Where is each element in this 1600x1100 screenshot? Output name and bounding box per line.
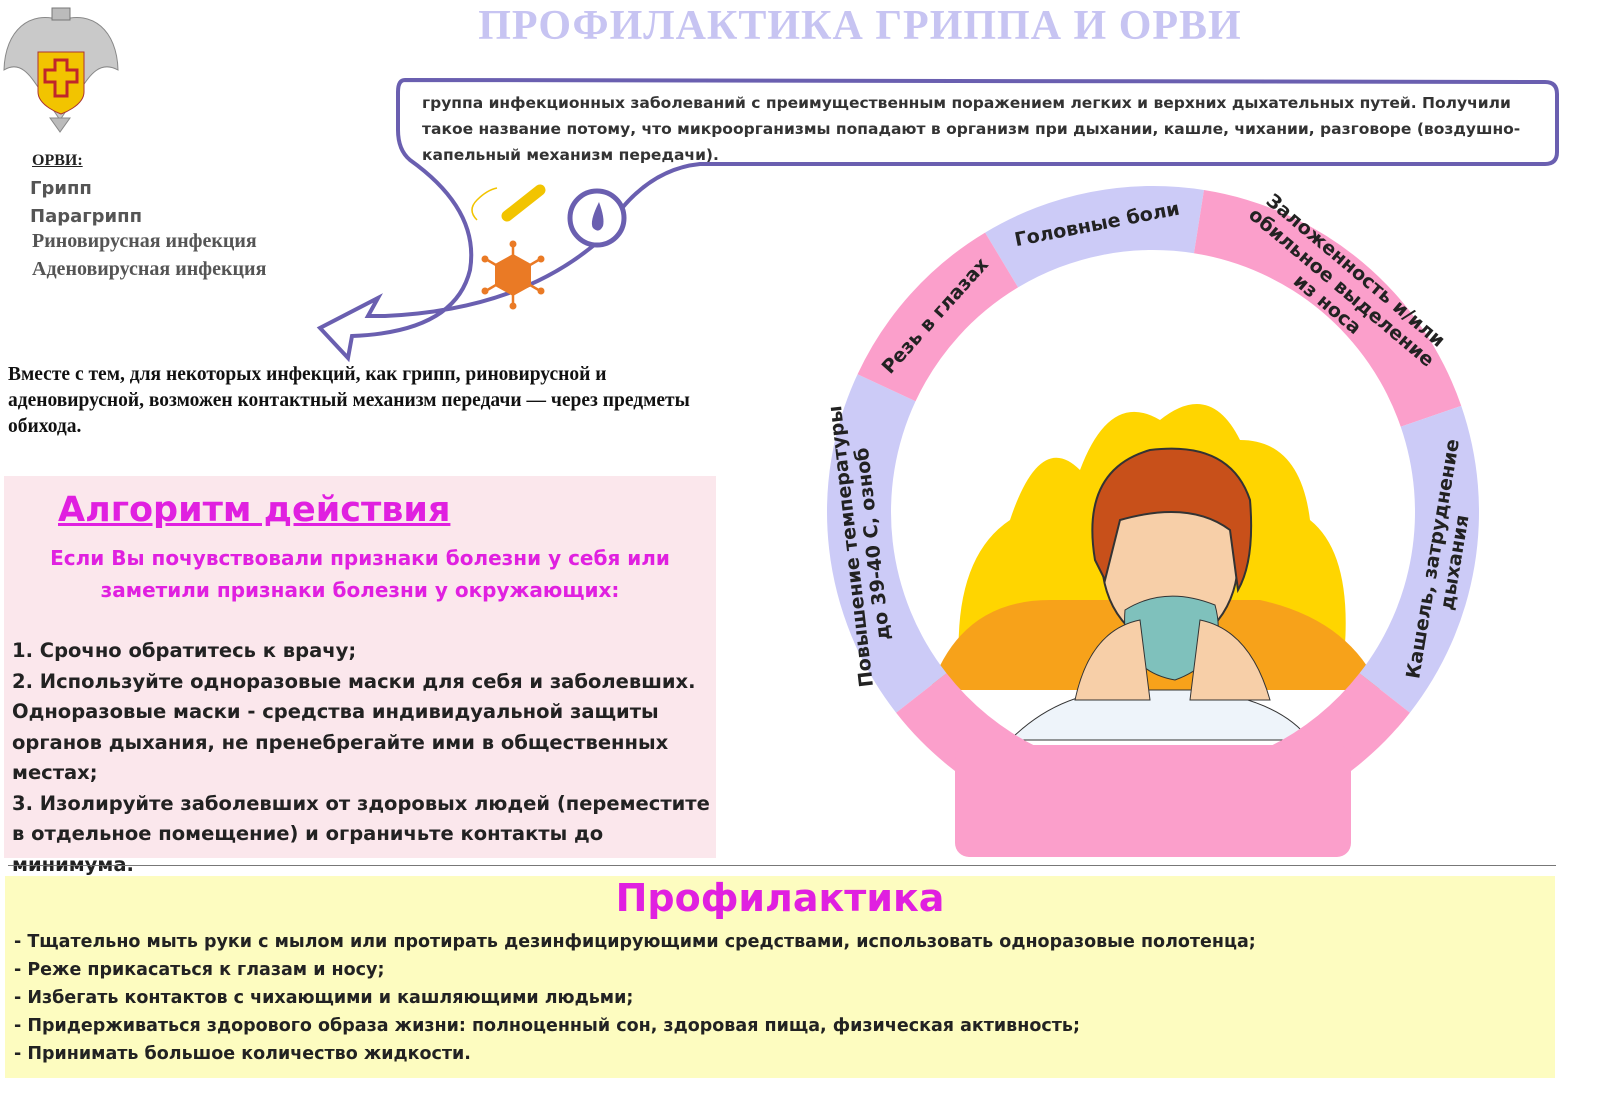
orvi-item: Парагрипп	[30, 206, 143, 227]
prevention-list: - Тщательно мыть руки с мылом или протир…	[14, 928, 1554, 1068]
orvi-definition: группа инфекционных заболеваний с преиму…	[422, 94, 1521, 164]
blank-pink-label	[955, 745, 1351, 857]
prevention-item: - Реже прикасаться к глазам и носу;	[14, 960, 385, 980]
bacterium-icon	[471, 184, 546, 222]
orvi-item: Аденовирусная инфекция	[32, 258, 267, 280]
orvi-item: Риновирусная инфекция	[32, 230, 257, 252]
symptom-label: Заложенность и/илиобильное выделениеиз н…	[1230, 187, 1452, 388]
prevention-item: - Придерживаться здорового образа жизни:…	[14, 1016, 1080, 1036]
sick-person-illustration	[930, 404, 1380, 741]
algorithm-title: Алгоритм действия	[58, 490, 451, 530]
virus-icon	[481, 240, 545, 310]
prevention-item: - Принимать большое количество жидкости.	[14, 1044, 471, 1064]
symptom-segment	[827, 374, 947, 713]
symptom-segment	[857, 232, 1019, 402]
prevention-item: - Тщательно мыть руки с мылом или протир…	[14, 932, 1256, 952]
algorithm-panel	[4, 476, 716, 858]
prevention-item: - Избегать контактов с чихающими и кашля…	[14, 988, 634, 1008]
page-title: ПРОФИЛАКТИКА ГРИППА И ОРВИ	[478, 3, 1242, 49]
prevention-title: Профилактика	[615, 876, 945, 920]
algorithm-step: 3. Изолируйте заболевших от здоровых люд…	[12, 791, 710, 876]
symptom-segment	[1193, 190, 1462, 427]
symptom-segment	[985, 185, 1204, 288]
algorithm-step: 1. Срочно обратитесь к врачу;	[12, 639, 357, 662]
rospotrebnadzor-emblem	[3, 7, 119, 133]
algorithm-subtitle: Если Вы почувствовали признаки болезни у…	[50, 546, 670, 602]
contact-transmission-note: Вместе с тем, для некоторых инфекций, ка…	[8, 364, 690, 437]
orvi-item: Грипп	[30, 178, 92, 199]
algorithm-list: 1. Срочно обратитесь к врачу; 2. Использ…	[12, 636, 712, 880]
divider	[8, 865, 1556, 866]
orvi-heading: ОРВИ:	[32, 152, 83, 169]
speech-bubble-arrow	[316, 77, 1559, 363]
symptom-segment	[1359, 405, 1479, 713]
droplet-icon	[567, 188, 627, 248]
prevention-panel	[5, 876, 1555, 1078]
algorithm-step: 2. Используйте одноразовые маски для себ…	[12, 669, 696, 785]
